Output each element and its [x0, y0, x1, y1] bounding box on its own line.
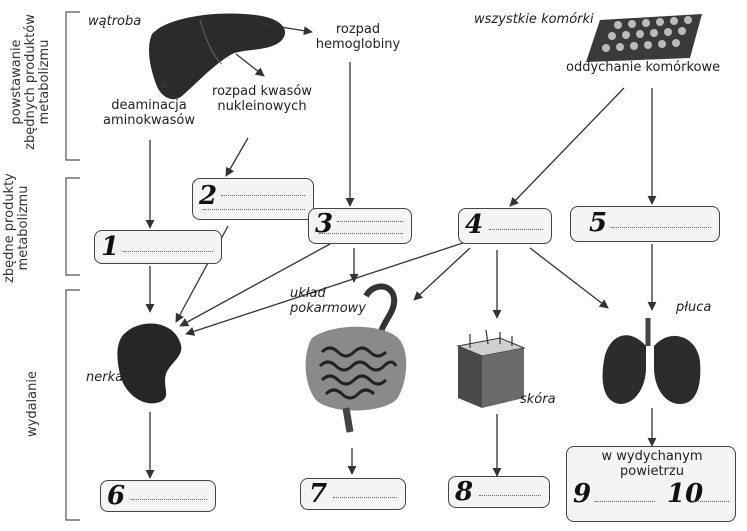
label-nucleic-breakdown: rozpad kwasów nukleinowych [208, 84, 316, 114]
label-all-cells: wszystkie komórki [474, 12, 594, 27]
label-cell-respiration: oddychanie komórkowe [566, 60, 720, 75]
label-lungs: płuca [676, 300, 711, 315]
cells-image [586, 14, 702, 62]
blank-number-1: 1 [101, 234, 119, 260]
blank-dots-9 [595, 501, 655, 502]
blank-box-exhaled-air[interactable]: w wydychanym powietrzu 9 10 [566, 446, 736, 522]
blank-number-8: 8 [455, 479, 473, 505]
side-label-formation: powstawanie zbędnych produktów metaboliz… [10, 12, 54, 152]
blank-number-4: 4 [465, 212, 483, 238]
blank-dots-1 [123, 251, 213, 252]
blank-dots-10 [693, 501, 729, 502]
blank-dots-3a [337, 221, 403, 222]
kidney-image [117, 324, 181, 404]
section-brackets [66, 12, 80, 520]
blank-dots-5 [611, 227, 711, 228]
blank-number-7: 7 [309, 481, 327, 507]
blank-box-2[interactable]: 2 [192, 178, 314, 220]
blank-dots-2a [221, 195, 305, 196]
blank-box-5[interactable]: 5 [570, 206, 720, 242]
label-kidney: nerka [86, 370, 123, 385]
side-label-excretion: wydalanie [26, 364, 42, 444]
blank-dots-3b [319, 233, 403, 234]
blank-box-3[interactable]: 3 [308, 208, 412, 244]
blank-dots-8 [479, 495, 541, 496]
blank-number-6: 6 [107, 483, 125, 509]
blank-box-4[interactable]: 4 [458, 208, 552, 244]
blank-number-2: 2 [199, 183, 217, 209]
blank-dots-4 [489, 229, 543, 230]
blank-dots-2b [203, 209, 305, 210]
blank-box-1[interactable]: 1 [94, 230, 222, 264]
lungs-image [603, 318, 701, 404]
blank-number-9: 9 [573, 481, 591, 507]
side-label-products: zbędne produkty metabolizmu [3, 173, 47, 283]
label-liver: wątroba [88, 14, 141, 29]
blank-box-6[interactable]: 6 [100, 480, 216, 512]
skin-image [458, 330, 524, 408]
label-hemoglobin-breakdown: rozpad hemoglobiny [312, 22, 404, 52]
blank-number-5: 5 [589, 210, 607, 236]
label-exhaled-air: w wydychanym powietrzu [587, 449, 717, 479]
label-digestive-system: układ pokarmowy [290, 286, 350, 316]
label-deamination: deaminacja aminokwasów [94, 98, 204, 128]
label-skin: skóra [520, 392, 556, 407]
blank-dots-7 [333, 497, 397, 498]
blank-number-10: 10 [667, 481, 703, 507]
blank-dots-6 [131, 499, 207, 500]
blank-box-8[interactable]: 8 [448, 476, 550, 508]
blank-box-7[interactable]: 7 [300, 478, 406, 510]
